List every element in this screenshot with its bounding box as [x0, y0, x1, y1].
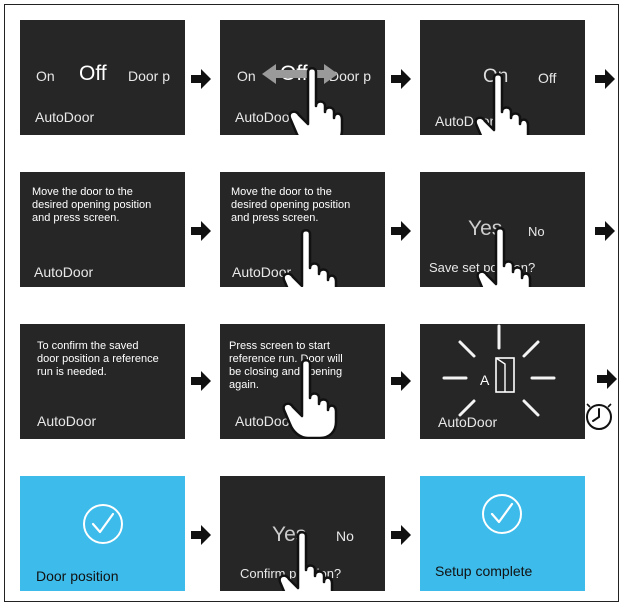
auto-letter: A [480, 372, 490, 388]
diagram-frame [4, 4, 619, 602]
hand-pointer-icon [276, 530, 336, 591]
panel-title: AutoDoor [232, 264, 292, 280]
option-on: On [237, 68, 256, 84]
panel-title: AutoDoor [438, 414, 498, 430]
instruction-line-3: and press screen. [32, 212, 120, 224]
option-door-position: Door p [128, 68, 171, 84]
info-line-4: again. [229, 379, 259, 391]
clock-icon [586, 403, 612, 430]
panel-move-door: Move the door to the desired opening pos… [20, 172, 185, 287]
panel-title: AutoDoor [35, 109, 95, 125]
arrow-right-icon [190, 68, 212, 90]
panel-title: Door position [36, 568, 119, 584]
option-no: No [336, 528, 354, 544]
option-off: Off [79, 62, 107, 85]
instruction-line-1: Move the door to the [231, 186, 332, 198]
panel-autodoor-on: On Off AutoDoor [420, 20, 585, 135]
info-line-1: To confirm the saved [37, 340, 139, 352]
info-line-3: run is needed. [37, 366, 107, 378]
info-line-2: reference run. Door will [229, 353, 343, 365]
panel-title: AutoDoor [34, 264, 94, 280]
arrow-right-icon [190, 220, 212, 242]
arrow-right-icon [594, 68, 616, 90]
panel-confirm-position: Yes No Confirm position? [220, 476, 385, 591]
instruction-line-2: desired opening position [32, 199, 152, 211]
arrow-right-icon [190, 370, 212, 392]
panel-autodoor-off: On Off Door p AutoDoor [20, 20, 185, 135]
option-on: On [36, 68, 55, 84]
panel-move-door-press: Move the door to the desired opening pos… [220, 172, 385, 287]
hand-pointer-icon [280, 228, 340, 287]
panel-start-reference: Press screen to start reference run. Doo… [220, 324, 385, 439]
arrow-right-icon [390, 370, 412, 392]
arrow-right-icon [390, 68, 412, 90]
hand-pointer-icon [286, 66, 346, 135]
instruction-line-1: Move the door to the [32, 186, 133, 198]
hand-pointer-icon [472, 72, 532, 135]
door-icon [495, 357, 515, 393]
panel-title: AutoDoor [37, 413, 97, 429]
panel-autodoor-swipe: On Off Door p AutoDoor [220, 20, 385, 135]
arrow-right-icon [596, 368, 618, 390]
panel-setup-complete: Setup complete [420, 476, 585, 591]
arrow-right-icon [594, 220, 616, 242]
option-door-position: Door p [329, 68, 372, 84]
panel-reference-running: A AutoDoor [420, 324, 585, 439]
info-line-3: be closing and opening [229, 366, 343, 378]
arrow-right-icon [390, 524, 412, 546]
hand-pointer-icon [474, 226, 534, 287]
hand-pointer-icon [280, 358, 340, 439]
arrow-right-icon [190, 524, 212, 546]
option-off: Off [538, 70, 557, 86]
arrow-right-icon [390, 220, 412, 242]
panel-title: AutoDoor [235, 109, 295, 125]
option-yes: Yes [468, 217, 503, 240]
info-line-1: Press screen to start [229, 340, 330, 352]
instruction-line-3: and press screen. [231, 212, 319, 224]
panel-title: Setup complete [435, 563, 533, 579]
info-line-2: door position a reference [37, 353, 159, 365]
option-no: No [528, 224, 545, 239]
panel-door-position-done: Door position [20, 476, 185, 591]
check-circle-icon [480, 492, 524, 536]
loading-rays-icon [442, 324, 556, 417]
swipe-arrow-icon [262, 64, 338, 84]
check-circle-icon [81, 502, 125, 546]
panel-reference-info: To confirm the saved door position a ref… [20, 324, 185, 439]
panel-save-position: Yes No Save set position? [420, 172, 585, 287]
instruction-line-2: desired opening position [231, 199, 351, 211]
panel-title: AutoDoor [235, 413, 295, 429]
